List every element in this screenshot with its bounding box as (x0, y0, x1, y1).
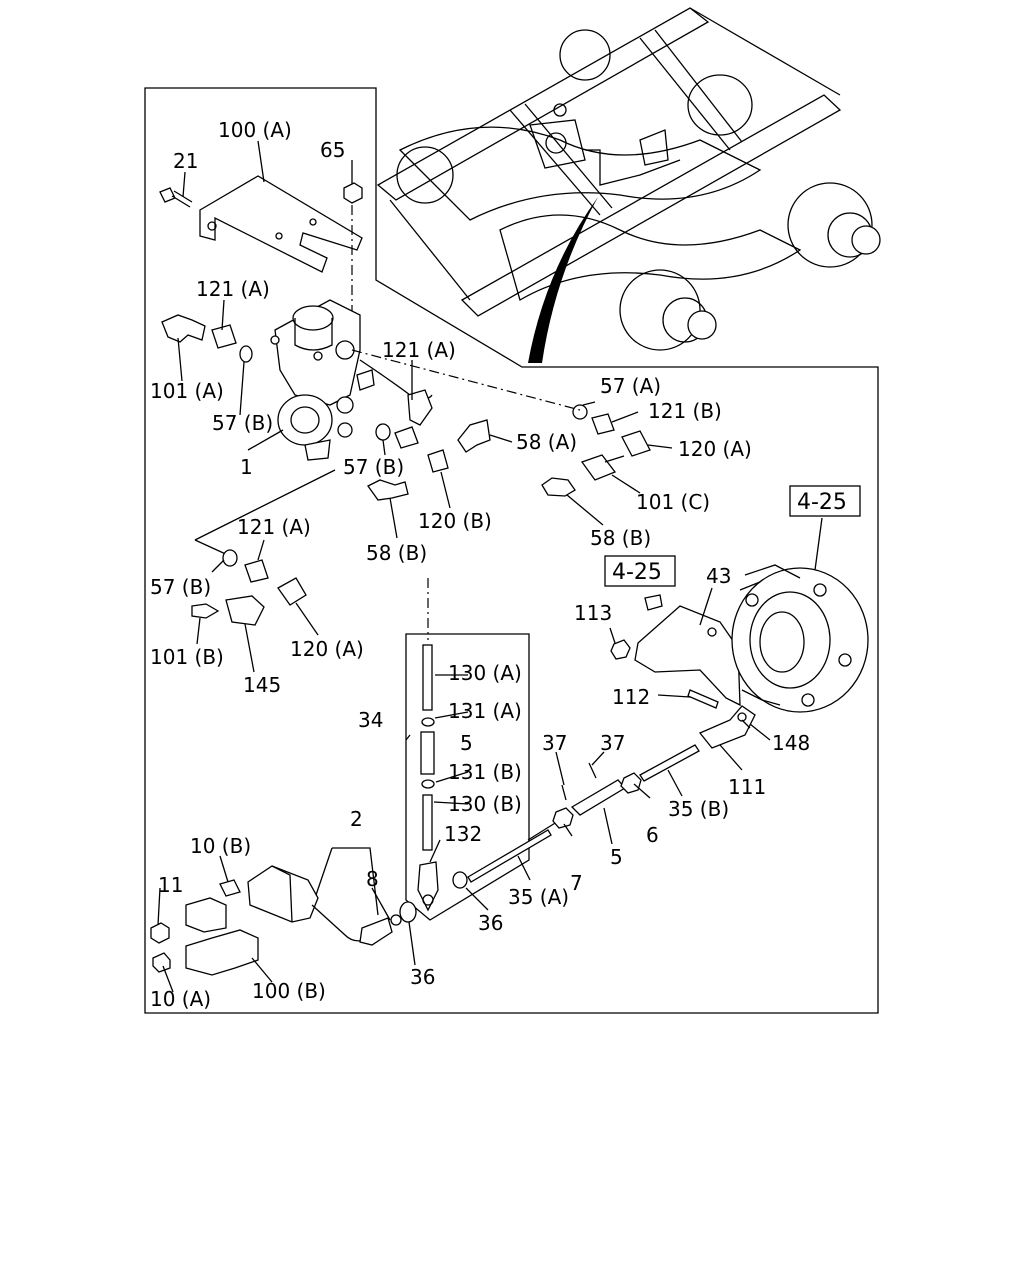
reference-label: 4-25 (797, 490, 847, 515)
label-37-right: 37 (600, 731, 625, 755)
label-43: 43 (706, 564, 731, 588)
label-120b: 120 (B) (418, 509, 492, 533)
label-36-left: 36 (410, 965, 435, 989)
label-121a-mid: 121 (A) (382, 338, 456, 362)
label-11: 11 (158, 873, 183, 897)
label-120a-right: 120 (A) (678, 437, 752, 461)
label-58b-left: 58 (B) (366, 541, 427, 565)
valve-assembly (159, 175, 651, 501)
label-131a: 131 (A) (448, 699, 522, 723)
label-58a: 58 (A) (516, 430, 577, 454)
label-101c: 101 (C) (636, 490, 710, 514)
reference-box-bracket[interactable]: 4-25 (604, 555, 676, 587)
label-100a: 100 (A) (218, 118, 292, 142)
label-131b: 131 (B) (448, 760, 522, 784)
label-57b-bottom: 57 (B) (150, 575, 211, 599)
label-5-tube: 5 (610, 845, 623, 869)
label-10b: 10 (B) (190, 834, 251, 858)
label-37-left: 37 (542, 731, 567, 755)
fitting-group (191, 469, 336, 626)
label-34: 34 (358, 708, 383, 732)
label-100b: 100 (B) (252, 979, 326, 1003)
label-5-rod: 5 (460, 731, 473, 755)
label-10a: 10 (A) (150, 987, 211, 1011)
label-2: 2 (350, 807, 363, 831)
label-130a: 130 (A) (448, 661, 522, 685)
label-57a: 57 (A) (600, 374, 661, 398)
label-120a-left: 120 (A) (290, 637, 364, 661)
label-130b: 130 (B) (448, 792, 522, 816)
label-121a-bottom: 121 (A) (237, 515, 311, 539)
label-132: 132 (444, 822, 482, 846)
reference-label: 4-25 (612, 560, 662, 585)
label-21: 21 (173, 149, 198, 173)
label-65: 65 (320, 138, 345, 162)
label-35b: 35 (B) (668, 797, 729, 821)
label-1: 1 (240, 455, 253, 479)
label-7: 7 (570, 871, 583, 895)
label-111: 111 (728, 775, 766, 799)
rod-assembly (405, 578, 530, 921)
label-148: 148 (772, 731, 810, 755)
label-35a: 35 (A) (508, 885, 569, 909)
lower-bracket (150, 865, 402, 976)
label-36-right: 36 (478, 911, 503, 935)
label-121b: 121 (B) (648, 399, 722, 423)
label-6: 6 (646, 823, 659, 847)
callout-arrow (528, 197, 598, 363)
label-57b-mid: 57 (B) (343, 455, 404, 479)
linkage (399, 705, 756, 923)
leader-lines (157, 140, 823, 993)
label-101b: 101 (B) (150, 645, 224, 669)
label-8: 8 (366, 867, 379, 891)
label-57b-top: 57 (B) (212, 411, 273, 435)
label-113: 113 (574, 601, 612, 625)
label-121a-top: 121 (A) (196, 277, 270, 301)
diagram-frame (144, 87, 879, 1014)
chassis-overview (376, 7, 881, 363)
label-145: 145 (243, 673, 281, 697)
label-58b-right: 58 (B) (590, 526, 651, 550)
hub-bracket (610, 564, 869, 713)
label-101a: 101 (A) (150, 379, 224, 403)
label-112: 112 (612, 685, 650, 709)
reference-box-hub[interactable]: 4-25 (789, 485, 861, 517)
